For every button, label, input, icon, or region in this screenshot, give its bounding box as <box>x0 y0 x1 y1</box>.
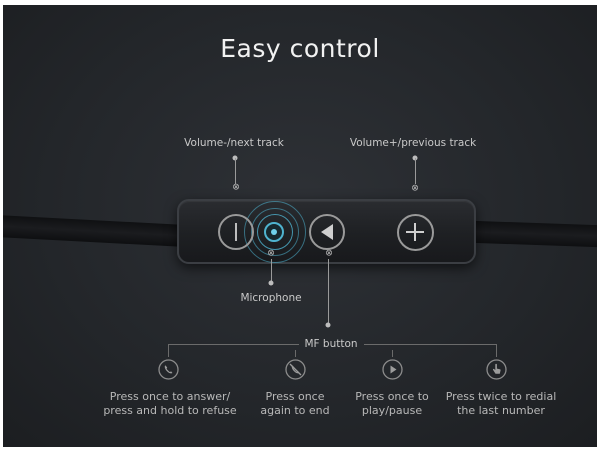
phone-icon <box>158 359 179 380</box>
mf-button-label: MF button <box>304 338 358 350</box>
volume-up-button[interactable] <box>397 214 434 251</box>
mic-ring-inner <box>257 214 293 250</box>
action-answer: Press once to answer/ press and hold to … <box>103 390 237 417</box>
cable-right <box>474 220 597 248</box>
volume-up-pointer-line <box>415 158 416 184</box>
mf-pointer-dot <box>325 322 331 328</box>
action-redial: Press twice to redial the last number <box>445 390 557 417</box>
plus-icon <box>406 223 424 241</box>
action-end-call: Press once again to end <box>260 390 330 417</box>
page-title: Easy control <box>220 34 380 63</box>
minus-icon <box>235 223 237 241</box>
volume-down-button[interactable] <box>218 214 254 250</box>
microphone-icon <box>271 229 277 235</box>
microphone-label: Microphone <box>240 292 302 304</box>
bracket-tick-1 <box>168 344 169 357</box>
mf-pointer-mark: ⊗ <box>325 248 333 259</box>
microphone-pointer-mark: ⊗ <box>267 248 275 259</box>
play-icon <box>382 359 403 380</box>
bracket-tick-4 <box>496 344 497 357</box>
microphone-pointer-line <box>271 259 272 283</box>
volume-up-pointer-mark: ⊗ <box>411 183 419 194</box>
hang-up-icon <box>285 359 306 380</box>
play-back-icon <box>321 224 333 240</box>
volume-up-label: Volume+/previous track <box>349 137 477 149</box>
bracket-tick-2 <box>295 350 296 357</box>
bracket-tick-3 <box>392 350 393 357</box>
microphone-pointer-dot <box>268 280 274 286</box>
volume-down-pointer-line <box>235 158 236 184</box>
bracket-line-right <box>364 344 496 345</box>
mf-pointer-line <box>328 259 329 324</box>
microphone-hole <box>264 222 284 242</box>
bracket-line-left <box>168 344 299 345</box>
tap-hand-icon <box>486 359 507 380</box>
volume-down-label: Volume-/next track <box>184 137 284 149</box>
mf-button[interactable] <box>309 214 345 250</box>
volume-down-pointer-mark: ⊗ <box>232 182 240 193</box>
action-play-pause: Press once to play/pause <box>355 390 429 417</box>
